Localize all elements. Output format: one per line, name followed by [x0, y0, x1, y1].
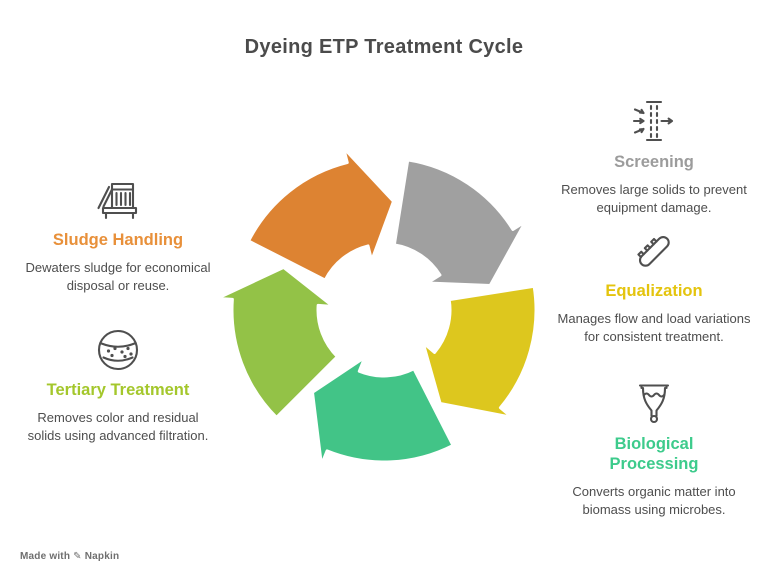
feature-tertiary-treatment: Tertiary Treatment Removes color and res…: [20, 325, 216, 446]
filter-press-icon: [20, 175, 216, 223]
feature-description: Manages flow and load variations for con…: [557, 311, 751, 345]
collection-cup-icon: [556, 379, 752, 427]
feature-equalization: Equalization Manages flow and load varia…: [556, 226, 752, 347]
feature-title: Tertiary Treatment: [46, 381, 190, 399]
feature-screening: Screening Removes large solids to preven…: [556, 97, 752, 218]
feature-title: Biological Processing: [609, 435, 699, 474]
feature-biological-processing: Biological Processing Converts organic m…: [556, 379, 752, 520]
cycle-arrow-sludge-handling: [247, 146, 395, 282]
feature-title: Sludge Handling: [52, 231, 184, 249]
page-title: Dyeing ETP Treatment Cycle: [244, 36, 524, 58]
feature-title: Screening: [614, 153, 694, 171]
footer-prefix: Made with: [20, 551, 71, 562]
cycle-diagram: [215, 146, 538, 467]
feature-title: Equalization: [605, 282, 703, 300]
screen-filter-icon: [556, 97, 752, 145]
feature-description: Dewaters sludge for economical disposal …: [25, 260, 211, 294]
feature-description: Converts organic matter into biomass usi…: [572, 484, 736, 518]
tilted-tank-icon: [556, 226, 752, 274]
cycle-arrow-biological-processing: [310, 355, 455, 467]
cycle-arrow-equalization: [421, 284, 538, 419]
feature-sludge-handling: Sludge Handling Dewaters sludge for econ…: [20, 175, 216, 296]
cycle-arrow-screening: [392, 158, 528, 287]
cycle-arrow-tertiary-treatment: [215, 265, 339, 419]
footer-brand: Napkin: [84, 551, 120, 562]
feature-description: Removes large solids to prevent equipmen…: [561, 182, 747, 216]
feature-description: Removes color and residual solids using …: [27, 410, 209, 444]
footer-credit: Made with ✎ Napkin: [20, 551, 119, 562]
filter-sphere-icon: [20, 325, 216, 373]
napkin-pen-icon: ✎: [73, 551, 82, 562]
